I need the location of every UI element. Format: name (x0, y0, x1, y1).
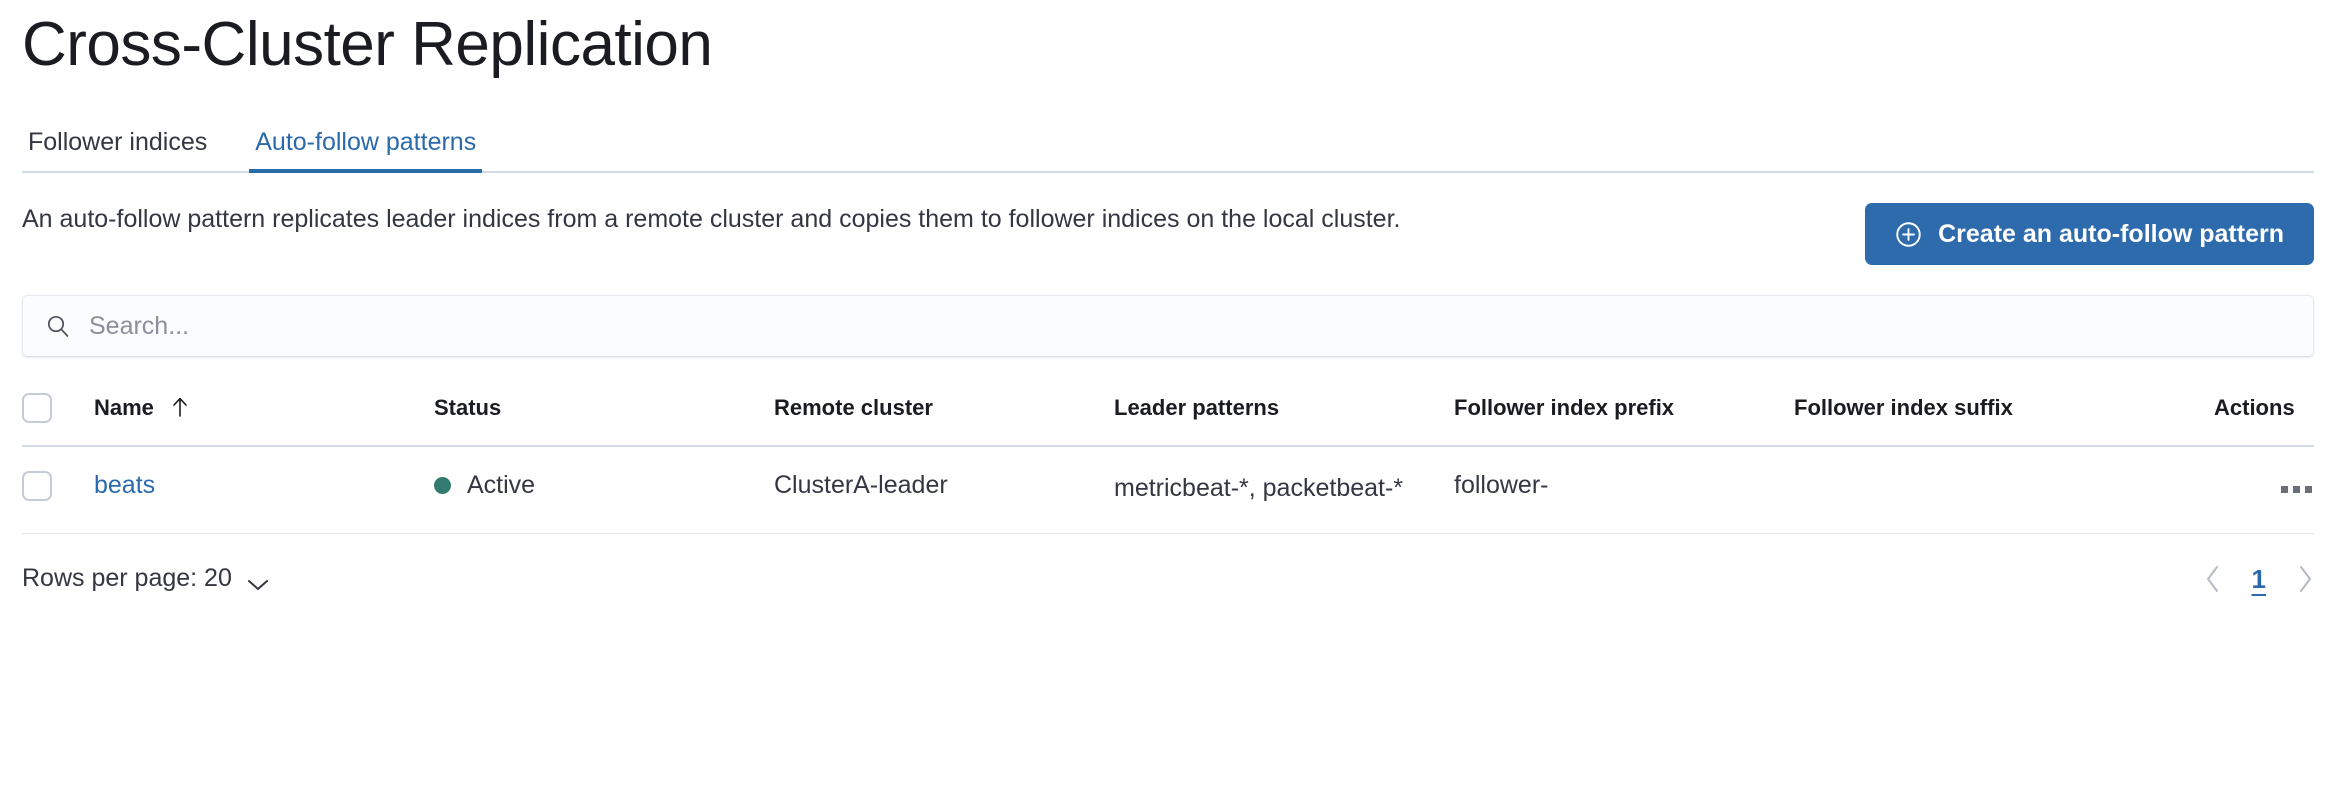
row-follower-index-prefix-cell: follower- (1454, 446, 1794, 534)
page-title: Cross-Cluster Replication (22, 10, 713, 79)
search-icon (45, 313, 71, 339)
row-actions-cell (2214, 446, 2314, 534)
th-remote-cluster[interactable]: Remote cluster (774, 393, 1114, 448)
th-leader-patterns[interactable]: Leader patterns (1114, 393, 1454, 448)
row-leader-patterns-cell: metricbeat-*, packetbeat-* (1114, 446, 1454, 534)
row-checkbox[interactable] (22, 471, 52, 502)
pagination: 1 (2204, 564, 2314, 594)
table-header-row: Name Status Remote cluster Leader patter… (22, 393, 2314, 448)
th-follower-index-prefix[interactable]: Follower index prefix (1454, 393, 1794, 448)
tab-bar: Follower indices Auto-follow patterns (22, 111, 2314, 174)
chevron-down-icon (246, 571, 270, 590)
row-status-cell: Active (434, 446, 774, 534)
search-input[interactable] (89, 311, 2291, 341)
row-remote-cluster-cell: ClusterA-leader (774, 446, 1114, 534)
chevron-left-icon[interactable] (2204, 564, 2222, 594)
row-name-cell: beats (94, 446, 434, 534)
row-select-cell (22, 446, 94, 534)
ellipsis-horizontal-icon[interactable] (2279, 480, 2314, 499)
create-button-label: Create an auto-follow pattern (1938, 219, 2284, 248)
rows-per-page-select[interactable]: Rows per page: 20 (22, 564, 270, 593)
table-row: beats Active ClusterA-leader metricbeat-… (22, 446, 2314, 534)
th-name-label: Name (94, 395, 154, 421)
status-badge: Active (467, 471, 536, 500)
tab-follower-indices[interactable]: Follower indices (28, 128, 208, 157)
search-bar[interactable] (22, 295, 2314, 358)
arrow-up-icon (170, 396, 190, 418)
rows-per-page-label: Rows per page: 20 (22, 564, 232, 593)
create-auto-follow-pattern-button[interactable]: Create an auto-follow pattern (1865, 203, 2314, 266)
chevron-right-icon[interactable] (2296, 564, 2314, 594)
description-row: An auto-follow pattern replicates leader… (22, 201, 2314, 266)
row-follower-index-suffix-cell (1794, 446, 2214, 534)
pagination-page-1[interactable]: 1 (2251, 563, 2266, 594)
table-footer: Rows per page: 20 1 (22, 564, 2314, 594)
th-actions: Actions (2214, 393, 2314, 448)
th-select-all (22, 393, 94, 448)
th-status[interactable]: Status (434, 393, 774, 448)
plus-in-circle-icon (1895, 221, 1922, 248)
select-all-checkbox[interactable] (22, 393, 52, 424)
status-dot-icon (434, 477, 451, 495)
tab-auto-follow-patterns[interactable]: Auto-follow patterns (249, 130, 483, 174)
auto-follow-patterns-table: Name Status Remote cluster Leader patter… (22, 393, 2314, 534)
th-follower-index-suffix[interactable]: Follower index suffix (1794, 393, 2214, 448)
auto-follow-pattern-link[interactable]: beats (94, 471, 156, 500)
page-description: An auto-follow pattern replicates leader… (22, 205, 1401, 234)
th-name[interactable]: Name (94, 393, 434, 448)
